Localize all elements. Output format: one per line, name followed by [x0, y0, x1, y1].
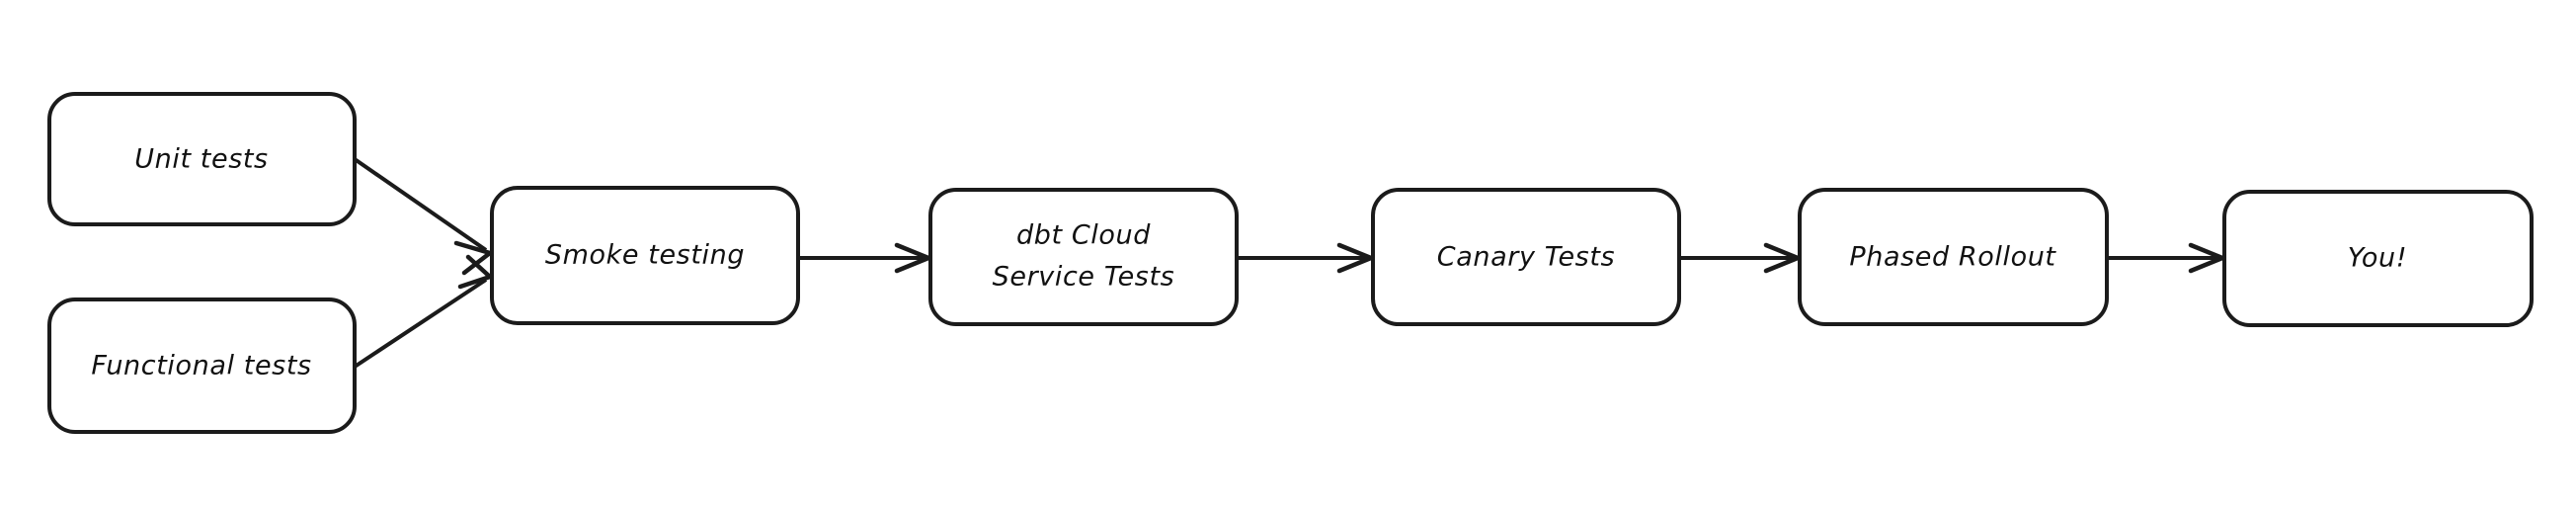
node-canary-tests-label: Canary Tests	[1437, 242, 1615, 273]
node-phased-rollout[interactable]: Phased Rollout	[1798, 188, 2109, 326]
node-you[interactable]: You!	[2222, 190, 2534, 327]
edge-phased-rollout-to-you	[2107, 242, 2225, 274]
node-unit-tests[interactable]: Unit tests	[47, 92, 357, 226]
edge-unit-to-smoke-line	[353, 157, 488, 252]
node-dbt-cloud-service-tests-label-line1: dbt Cloud	[1016, 220, 1151, 251]
edge-functional-to-smoke-line	[353, 278, 488, 369]
node-dbt-cloud-service-tests-shape[interactable]	[928, 188, 1239, 326]
node-functional-tests[interactable]: Functional tests	[47, 298, 357, 434]
node-smoke-testing-label: Smoke testing	[545, 240, 745, 271]
edge-dbt-cloud-service-tests-to-canary-tests	[1237, 242, 1374, 274]
node-phased-rollout-shape[interactable]	[1798, 188, 2109, 326]
edge-canary-tests-to-phased-rollout	[1679, 242, 1801, 274]
node-canary-tests[interactable]: Canary Tests	[1371, 188, 1681, 326]
node-unit-tests-label: Unit tests	[134, 144, 268, 175]
node-functional-tests-shape[interactable]	[47, 298, 357, 434]
node-smoke-testing-shape[interactable]	[490, 186, 800, 325]
nodes-layer: Unit tests Functional tests Smoke testin…	[47, 92, 2534, 434]
edge-functional-tests-to-smoke-testing	[353, 254, 493, 369]
node-unit-tests-shape[interactable]	[47, 92, 357, 226]
edge-smoke-testing-to-dbt-cloud-service-tests	[798, 242, 931, 274]
node-you-label: You!	[2348, 243, 2407, 274]
node-canary-tests-shape[interactable]	[1371, 188, 1681, 326]
node-dbt-cloud-service-tests[interactable]: dbt Cloud Service Tests	[928, 188, 1239, 326]
node-you-shape[interactable]	[2222, 190, 2534, 327]
node-dbt-cloud-service-tests-label-line2: Service Tests	[993, 262, 1175, 293]
node-smoke-testing[interactable]: Smoke testing	[490, 186, 800, 325]
node-functional-tests-label: Functional tests	[91, 351, 311, 382]
node-phased-rollout-label: Phased Rollout	[1849, 242, 2056, 273]
